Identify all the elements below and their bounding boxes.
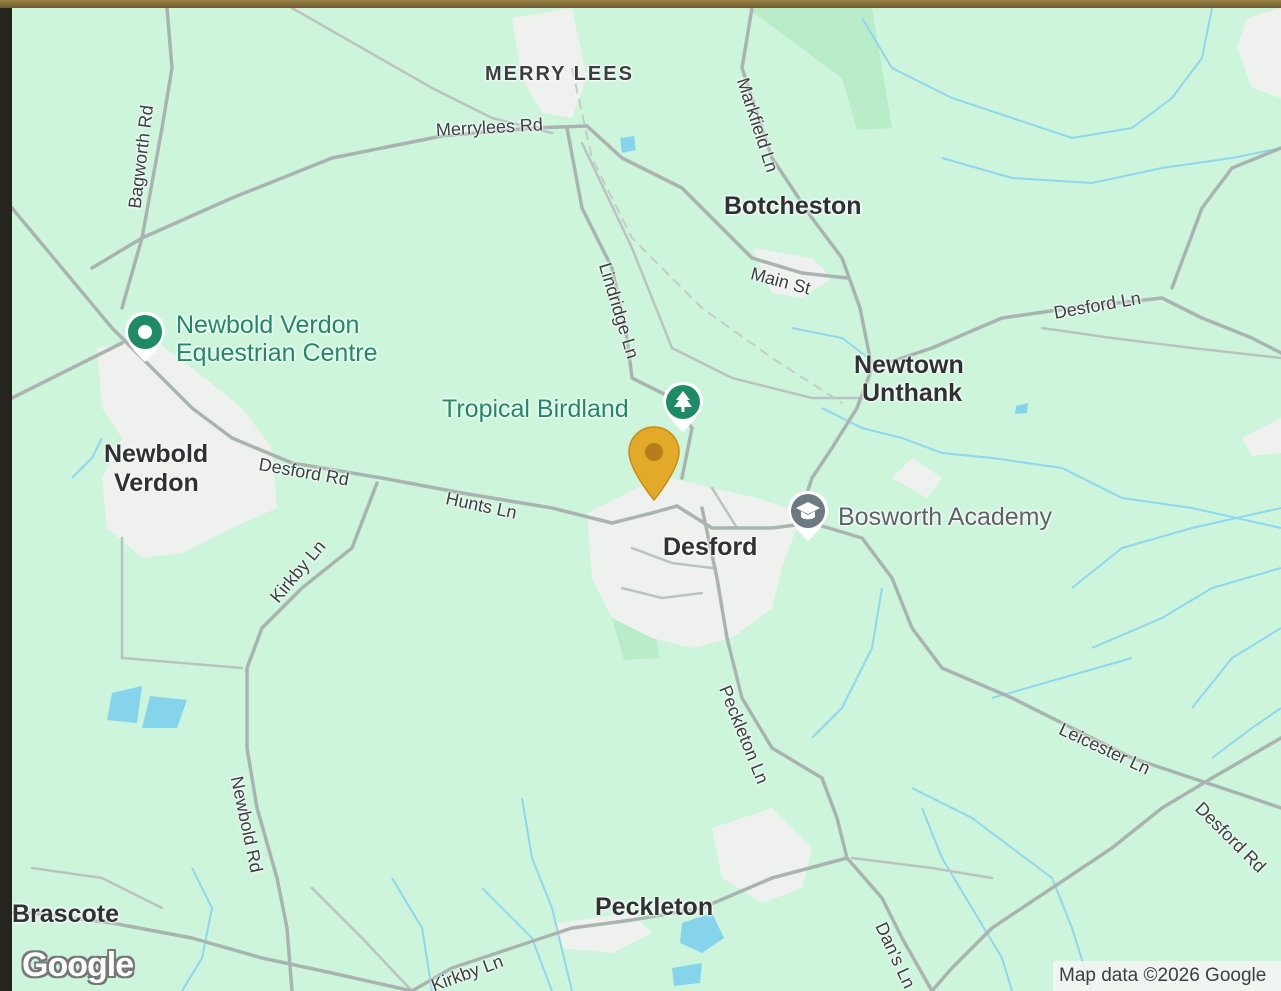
place-pin-icon[interactable]: [122, 310, 168, 366]
poi-label-bosworth-academy[interactable]: Bosworth Academy: [838, 503, 1052, 531]
town-botcheston: Botcheston: [724, 192, 862, 220]
town-desford: Desford: [663, 533, 758, 561]
town-newbold-verdon-line1: Newbold: [104, 440, 209, 468]
town-newbold-verdon-line2: Verdon: [114, 469, 199, 497]
location-marker-icon[interactable]: [626, 424, 682, 504]
poi-label-equestrian-line1[interactable]: Newbold Verdon: [176, 311, 360, 339]
map-canvas[interactable]: MERRY LEES Botcheston Newtown Unthank Ne…: [12, 8, 1281, 991]
poi-label-equestrian-line2[interactable]: Equestrian Centre: [176, 339, 378, 367]
town-newtown-unthank-line1: Newtown: [854, 351, 964, 379]
poi-label-tropical-birdland[interactable]: Tropical Birdland: [442, 395, 629, 423]
map-base-layer: [12, 8, 1281, 991]
map-attribution[interactable]: Map data ©2026 Google: [1053, 961, 1281, 991]
google-logo[interactable]: Google: [22, 946, 134, 984]
town-peckleton: Peckleton: [595, 893, 714, 921]
locality-merry-lees: MERRY LEES: [485, 63, 634, 85]
graduation-cap-pin-icon[interactable]: [785, 489, 831, 545]
town-newtown-unthank-line2: Unthank: [862, 379, 962, 407]
frame-top-edge: [0, 0, 1281, 8]
town-brascote: Brascote: [12, 900, 119, 928]
tree-pin-icon[interactable]: [660, 380, 706, 436]
